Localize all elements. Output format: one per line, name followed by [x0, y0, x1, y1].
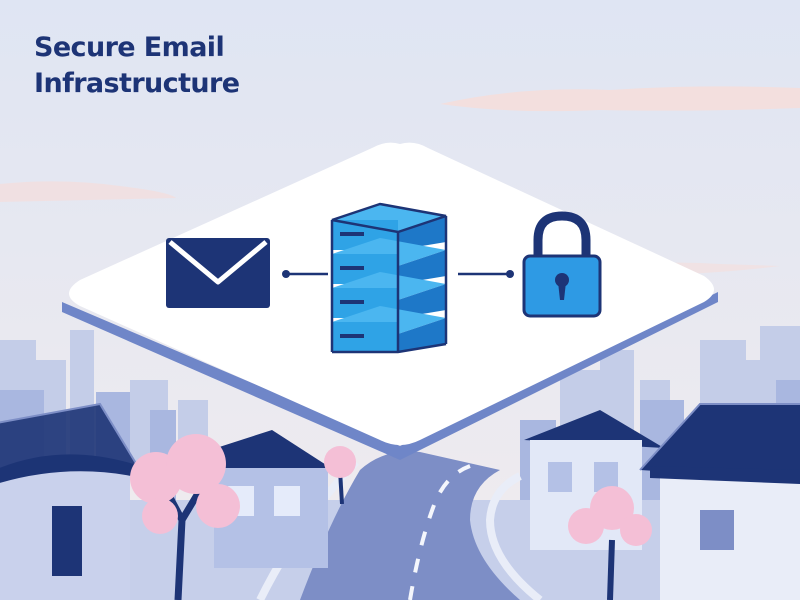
envelope-icon — [166, 238, 270, 308]
headline: Secure Email Infrastructure — [34, 30, 240, 102]
house-left-traditional — [0, 402, 150, 600]
road-edge-right — [485, 472, 543, 600]
server-stack-icon — [330, 202, 448, 354]
connector-right — [458, 270, 514, 278]
blossom-tree-left — [130, 434, 240, 600]
road-center-line — [408, 464, 471, 600]
house-right-traditional — [639, 403, 800, 600]
headline-line-1: Secure Email — [34, 32, 225, 63]
blossom-tree-right — [568, 486, 652, 600]
padlock-icon — [522, 211, 602, 318]
connector-left — [282, 270, 328, 278]
road — [300, 451, 520, 600]
blossom-tree-mid — [324, 446, 356, 505]
house-left-modern — [210, 430, 334, 568]
headline-line-2: Infrastructure — [34, 68, 240, 99]
server-unit-4 — [332, 306, 446, 352]
